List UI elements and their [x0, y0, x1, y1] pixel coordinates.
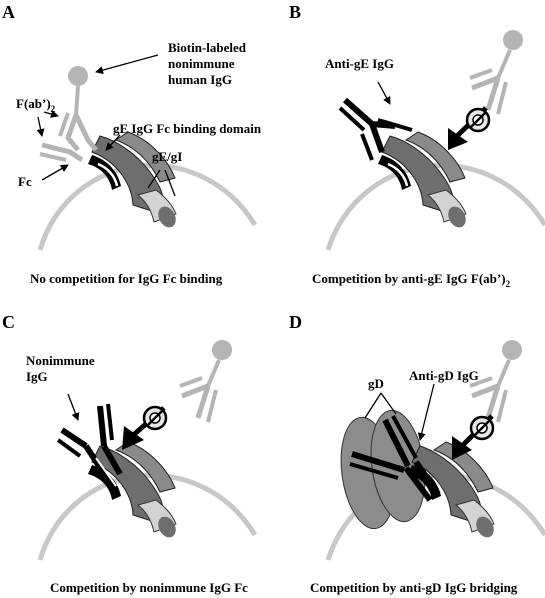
panel-a-ge-gi-label: gE/gI [152, 149, 182, 164]
panel-a-letter: A [2, 2, 15, 22]
panel-c: C [2, 312, 258, 595]
panel-a-caption: No competition for IgG Fc binding [30, 271, 223, 286]
panel-b-no-symbol-icon [448, 106, 491, 150]
panel-a: A Biotin-labele [2, 2, 262, 286]
panel-c-no-symbol-icon [122, 405, 168, 450]
panel-c-nonimmune-igg [56, 403, 123, 487]
panel-d-ge-gi-complex [408, 441, 495, 538]
panel-b-antibody-label: Anti-gE IgG [325, 56, 394, 71]
panel-a-fc-label: Fc [18, 174, 32, 189]
panel-b-caption: Competition by anti-gE IgG F(ab’)2 [312, 271, 511, 289]
panel-c-ge-gi-complex [88, 441, 177, 538]
panel-a-binding-domain-label: gE IgG Fc binding domain [113, 121, 262, 136]
panel-b-letter: B [289, 2, 301, 22]
panel-d: D [289, 312, 545, 595]
panel-d-no-symbol-icon [452, 414, 495, 460]
panel-c-label-1: Nonimmune [26, 353, 95, 368]
panel-d-gd-label: gD [368, 376, 384, 391]
panel-a-biotin-label-2: nonimmune [168, 56, 235, 71]
panel-b-biotin-igg [469, 30, 523, 115]
panel-a-fab-label: F(ab’)2 [16, 96, 56, 114]
panel-a-ge-gi-complex [88, 131, 177, 228]
panel-c-biotin-igg [179, 340, 232, 423]
panel-c-label-2: IgG [26, 369, 48, 384]
panel-b-ge-gi-complex [378, 131, 467, 228]
panel-a-biotin-igg [39, 66, 98, 163]
panel-d-antibody-label: Anti-gD IgG [409, 368, 479, 383]
panel-b: B [289, 2, 545, 289]
panel-d-biotin-igg [469, 340, 522, 423]
panel-d-letter: D [289, 312, 302, 332]
panel-d-anti-gd-igg [349, 415, 441, 502]
panel-a-biotin-label-3: human IgG [168, 72, 232, 87]
panel-a-biotin-label-1: Biotin-labeled [168, 40, 247, 55]
panel-d-caption: Competition by anti-gD IgG bridging [310, 580, 518, 595]
panel-c-caption: Competition by nonimmune IgG Fc [50, 580, 248, 595]
panel-c-letter: C [2, 312, 15, 332]
panel-b-anti-ge-fab [338, 97, 413, 161]
